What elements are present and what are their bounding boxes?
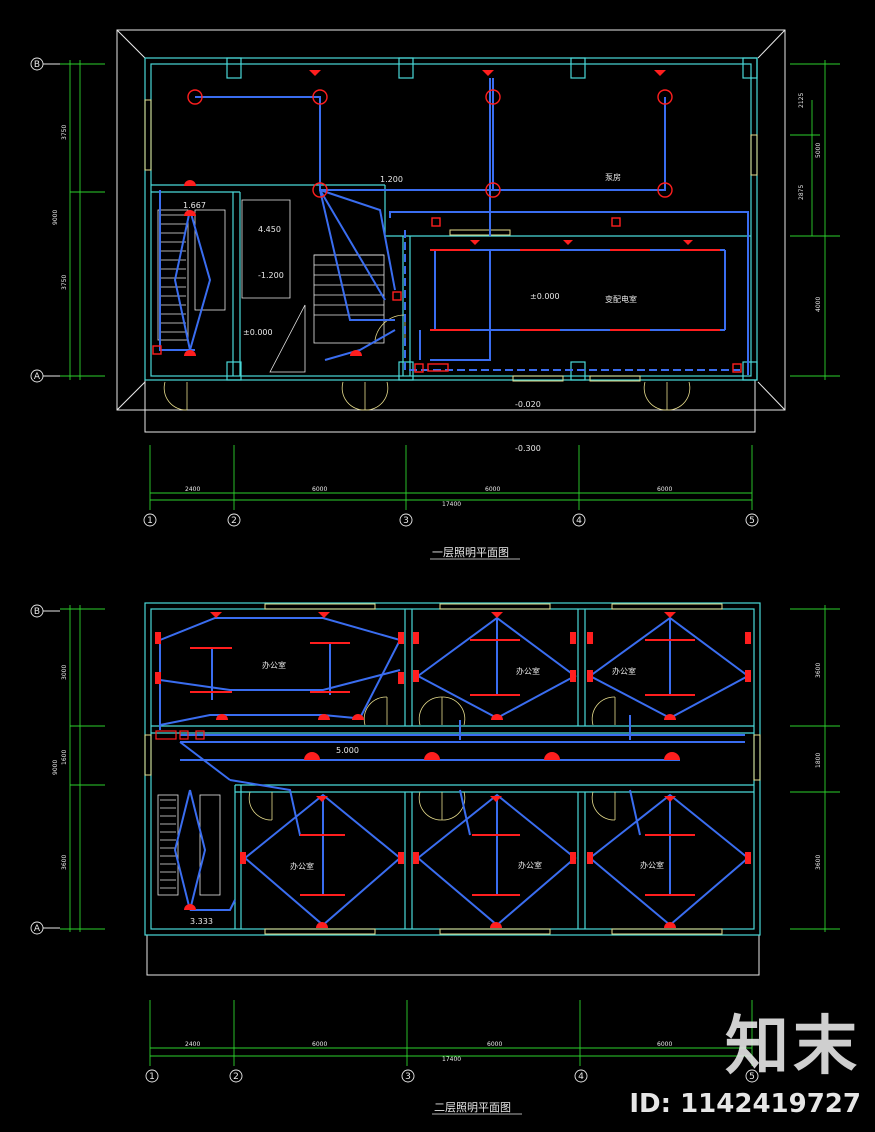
- dim-text: 6000: [657, 486, 672, 493]
- level-mark: 1.667: [183, 201, 206, 210]
- dim-text-right: 1800: [815, 753, 822, 768]
- level-mark: -0.300: [515, 444, 541, 453]
- room-label-pump: 泵房: [605, 172, 621, 182]
- switch-icon: [152, 345, 162, 355]
- dim-text: 6000: [312, 486, 327, 493]
- floor2-walls: [144, 602, 761, 936]
- axis-label: 4: [576, 516, 582, 526]
- axis-label: 1: [147, 516, 153, 526]
- axis-label: 5: [749, 1072, 755, 1082]
- ceiling-light-icon: [657, 182, 673, 198]
- distribution-panel-icon: [427, 363, 449, 372]
- switch-icon: [611, 217, 621, 227]
- ceiling-light-icon: [187, 89, 203, 105]
- switch-icon: [431, 217, 441, 227]
- axis-label: B: [34, 607, 40, 617]
- floor1-wiring: [159, 78, 749, 375]
- dim-text-right: 4000: [815, 297, 822, 312]
- ceiling-light-icon: [312, 89, 328, 105]
- floor2-wiring: [159, 616, 750, 927]
- room-label-office: 办公室: [640, 860, 664, 870]
- level-mark: ±0.000: [530, 292, 560, 301]
- level-mark: 4.450: [258, 225, 281, 234]
- axis-label: 1: [149, 1072, 155, 1082]
- dim-text-left: 3750: [61, 275, 68, 290]
- floor2-windows: [144, 603, 761, 935]
- dim-text-right: 3600: [815, 855, 822, 870]
- floor2-dimensions: [60, 605, 840, 1066]
- room-label-office: 办公室: [612, 666, 636, 676]
- dim-text-right: 2125: [798, 93, 805, 108]
- floor2-title: 二层照明平面图: [434, 1101, 511, 1114]
- axis-label: 3: [405, 1072, 411, 1082]
- dim-text: 6000: [657, 1041, 672, 1048]
- level-mark: 1.200: [380, 175, 403, 184]
- dim-text-left: 9000: [52, 210, 59, 225]
- level-mark: 3.333: [190, 917, 213, 926]
- floor1-plan: 泵房 变配电室 1.200 -1.200 4.450 ±0.000 ±0.000…: [30, 29, 840, 560]
- dim-text: 6000: [485, 486, 500, 493]
- floor1-fixtures: [152, 70, 742, 373]
- watermark: 知末 ID: 1142419727: [629, 995, 861, 1119]
- dim-text-left: 3750: [61, 125, 68, 140]
- dim-text: 2400: [185, 486, 200, 493]
- room-label-substation: 变配电室: [605, 294, 637, 304]
- floor1-dimensions: [60, 60, 840, 510]
- axis-label: 2: [233, 1072, 239, 1082]
- dim-text-right: 5000: [815, 143, 822, 158]
- floor2-fixtures: [155, 612, 751, 928]
- room-label-office: 办公室: [262, 660, 286, 670]
- distribution-panel-icon: [155, 730, 177, 740]
- level-mark: ±0.000: [243, 328, 273, 337]
- axis-label: A: [34, 924, 41, 934]
- switch-icon: [179, 730, 189, 740]
- watermark-id: ID: 1142419727: [629, 1089, 861, 1119]
- axis-label: 4: [578, 1072, 584, 1082]
- dim-total: 17400: [442, 501, 461, 508]
- floor1-stair: [157, 199, 385, 373]
- switch-icon: [414, 363, 424, 373]
- level-mark: -0.020: [515, 400, 541, 409]
- watermark-logo: 知末: [725, 1010, 861, 1084]
- dim-text: 6000: [487, 1041, 502, 1048]
- floor1-outline: [116, 29, 786, 433]
- ceiling-light-icon: [657, 89, 673, 105]
- floor2-stair: [157, 794, 221, 896]
- dim-text-right: 2875: [798, 185, 805, 200]
- room-label-office: 办公室: [290, 861, 314, 871]
- axis-label: 5: [749, 516, 755, 526]
- room-label-office: 办公室: [516, 666, 540, 676]
- dim-text-left: 3600: [61, 855, 68, 870]
- floor1-doors: [163, 314, 691, 411]
- axis-label: 2: [231, 516, 237, 526]
- room-label-office: 办公室: [518, 860, 542, 870]
- switch-icon: [392, 291, 402, 301]
- floor1-title: 一层照明平面图: [432, 546, 509, 559]
- axis-label: 3: [403, 516, 409, 526]
- dim-text-left: 9000: [52, 760, 59, 775]
- ceiling-light-icon: [485, 182, 501, 198]
- level-mark: -1.200: [258, 271, 284, 280]
- axis-label: B: [34, 60, 40, 70]
- floor1-walls: [144, 57, 758, 381]
- level-mark: 5.000: [336, 746, 359, 755]
- floor1-windows: [144, 99, 758, 382]
- axis-label: A: [34, 372, 41, 382]
- dim-text: 2400: [185, 1041, 200, 1048]
- dim-text-right: 3600: [815, 663, 822, 678]
- dim-text-left: 3000: [61, 665, 68, 680]
- floor2-plan: 办公室 办公室 办公室 办公室 办公室 办公室 5.000 3.333: [30, 602, 840, 1115]
- ceiling-light-icon: [485, 89, 501, 105]
- dim-text-left: 1600: [61, 750, 68, 765]
- dim-text: 6000: [312, 1041, 327, 1048]
- switch-icon: [195, 730, 205, 740]
- floor2-doors: [248, 696, 616, 821]
- dim-total: 17400: [442, 1056, 461, 1063]
- ceiling-light-icon: [312, 182, 328, 198]
- switch-icon: [732, 363, 742, 373]
